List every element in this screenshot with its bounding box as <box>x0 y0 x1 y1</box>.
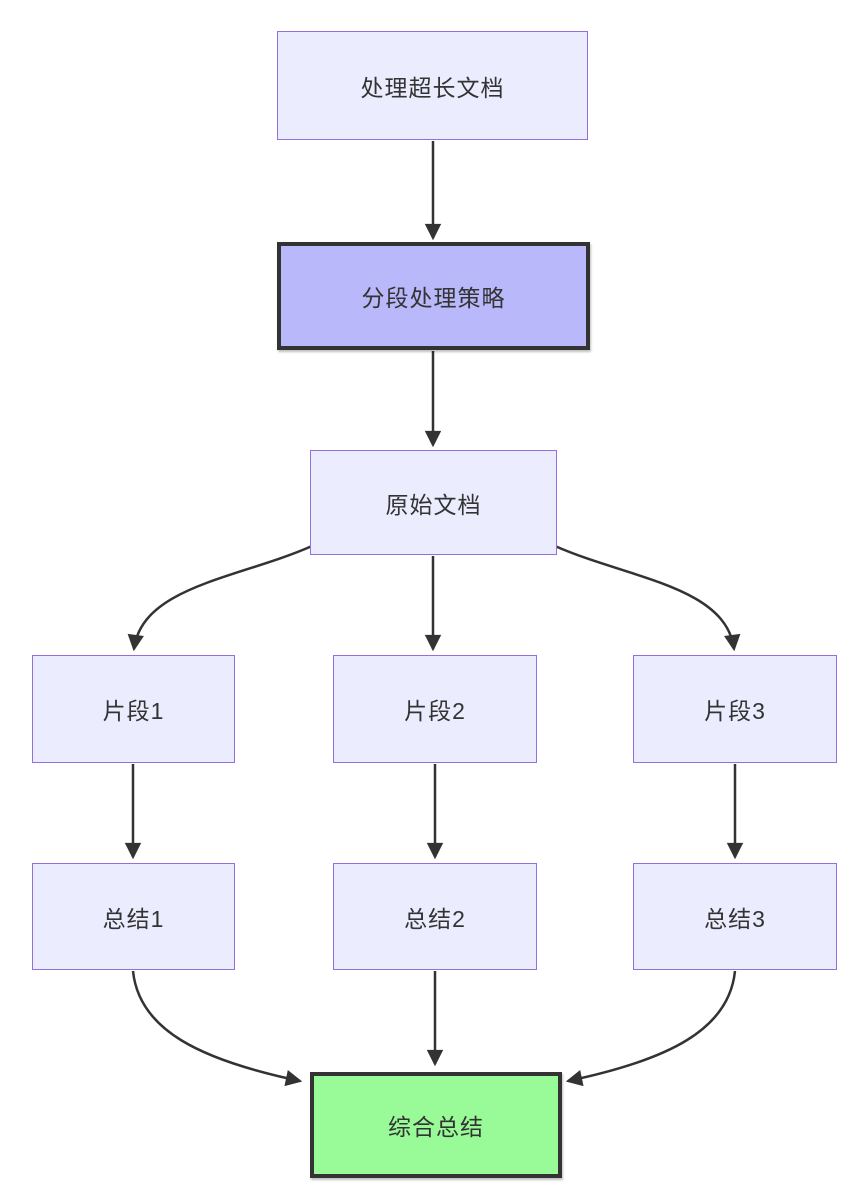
node-fragment-1: 片段1 <box>32 655 235 763</box>
node-summary-1: 总结1 <box>32 863 235 970</box>
node-strategy-label: 分段处理策略 <box>361 285 506 311</box>
edge-summary-1-to-final-summary <box>131 970 300 1081</box>
node-fragment-3: 片段3 <box>633 655 837 763</box>
node-fragment-1-label: 片段1 <box>102 698 165 724</box>
node-final-summary: 综合总结 <box>310 1072 562 1178</box>
node-task-label: 处理超长文档 <box>360 74 505 101</box>
node-original-doc-label: 原始文档 <box>385 491 482 518</box>
node-strategy: 分段处理策略 <box>277 242 590 350</box>
node-summary-2: 总结2 <box>333 863 537 970</box>
node-final-summary-label: 综合总结 <box>388 1114 484 1140</box>
node-summary-2-label: 总结2 <box>404 905 466 932</box>
edge-summary-3-to-final-summary <box>568 970 737 1081</box>
edge-original-doc-to-fragment-1 <box>134 544 313 649</box>
node-summary-1-label: 总结1 <box>102 905 165 932</box>
node-summary-3: 总结3 <box>633 863 837 970</box>
edge-original-doc-to-fragment-3 <box>554 544 734 649</box>
node-original-doc: 原始文档 <box>310 450 557 555</box>
node-fragment-3-label: 片段3 <box>704 698 766 724</box>
node-task: 处理超长文档 <box>277 31 588 140</box>
node-summary-3-label: 总结3 <box>704 905 766 932</box>
node-fragment-2-label: 片段2 <box>404 698 466 724</box>
node-fragment-2: 片段2 <box>333 655 537 763</box>
